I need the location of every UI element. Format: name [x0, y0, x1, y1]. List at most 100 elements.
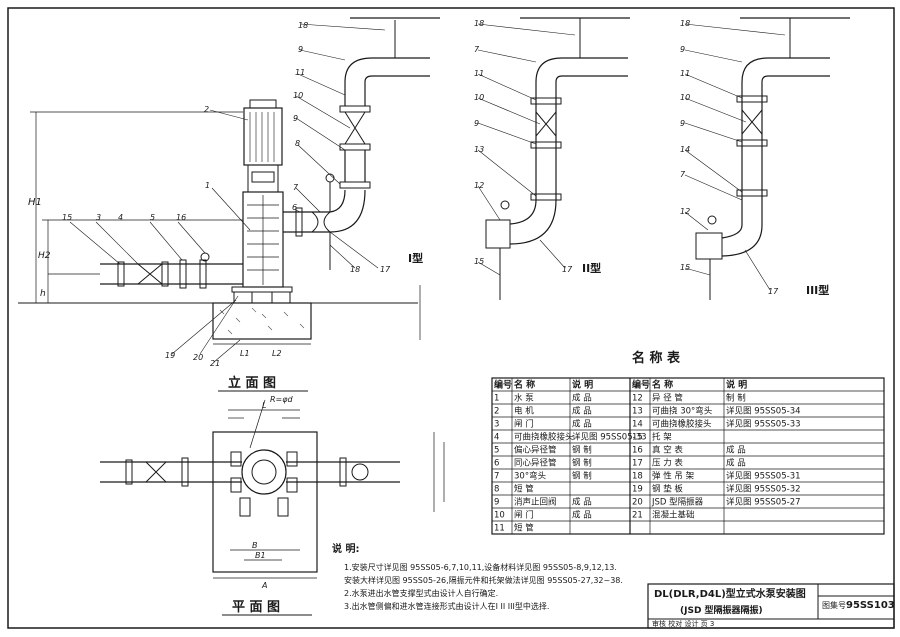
legend-cell: 可曲挠 30°弯头: [652, 406, 713, 417]
pressure-gauge-icon: [325, 173, 335, 183]
legend-cell: 成 品: [572, 406, 592, 417]
callout-3-10: 10: [680, 93, 690, 102]
callout-2-11: 11: [474, 69, 484, 78]
sheet-border: [7, 7, 895, 629]
gauge-icon-2: [500, 200, 510, 210]
legend-cell: 16: [632, 446, 643, 456]
legend-cell: JSD 型隔振器: [651, 497, 704, 508]
callout-1-3: 3: [96, 213, 101, 222]
legend-cell: 偏心异径管: [514, 445, 557, 456]
callout-3-14: 14: [680, 145, 690, 154]
dimension-lines: [30, 111, 421, 345]
legend-cell: 压 力 表: [652, 458, 683, 469]
legend-cell: 可曲挠橡胶接头: [652, 419, 712, 430]
legend-cell: 18: [632, 472, 643, 482]
steel-plate: [231, 286, 293, 293]
callout-1-18b: 18: [350, 265, 360, 274]
callout-1-17: 17: [380, 265, 391, 274]
type-1-label: I型: [408, 251, 423, 265]
dim-L: L: [262, 401, 266, 410]
legend-cell: 20: [632, 498, 643, 508]
legend-header-cell: 名 称: [514, 379, 535, 391]
legend-cell: 2: [494, 407, 499, 417]
dim-L1: L1: [240, 349, 250, 358]
callout-3-9a: 9: [680, 45, 685, 54]
dim-B: B: [252, 541, 258, 550]
legend-cell: 7: [494, 472, 499, 482]
suction-pipe: [100, 252, 243, 289]
callout-2-18: 18: [474, 19, 484, 28]
legend-cell: 闸 门: [514, 510, 534, 521]
callout-3-12: 12: [680, 207, 690, 216]
plan-base: [212, 431, 318, 573]
legend-cell: 3: [494, 420, 499, 430]
legend-cell: 制 制: [726, 393, 746, 404]
callout-1-9b: 9: [293, 114, 298, 123]
note-line-1: 1.安装尺寸详见图 95SS05-6,7,10,11,设备材料详见图 95SS0…: [344, 562, 617, 572]
callout-3-17: 17: [768, 287, 779, 296]
legend-cell: 钢 制: [572, 445, 592, 456]
legend-cell: 17: [632, 459, 643, 469]
legend-cell: 6: [494, 459, 499, 469]
pump-flange-outline: [241, 449, 287, 495]
legend-cell: 成 品: [572, 497, 592, 508]
discharge-pipe: [283, 17, 440, 270]
legend-cell: 11: [494, 524, 505, 534]
legend-cell: 可曲挠橡胶接头: [514, 432, 574, 443]
callout-2-7: 7: [474, 45, 480, 54]
callout-1-2: 2: [204, 105, 209, 114]
callout-1-19: 19: [165, 351, 175, 360]
legend-cell: 电 机: [514, 406, 534, 417]
legend-header-cell: 说 明: [726, 379, 747, 391]
dim-h: h: [40, 289, 46, 299]
notes-label: 说 明:: [332, 542, 359, 555]
note-line-2: 安装大样详见图 95SS05-26,隔振元件和托架做法详见图 95SS05-27…: [344, 575, 623, 585]
legend-cell: 成 品: [572, 393, 592, 404]
callout-1-6: 6: [292, 203, 297, 212]
callout-2-15: 15: [474, 257, 484, 266]
legend-cell: 5: [494, 446, 499, 456]
legend-cell: 短 管: [514, 523, 534, 534]
type-1-elevation: H1 H2 h L1 L2 18 9 11 10 9 8 7 6 5 4 3 1…: [18, 17, 440, 392]
plan-view: R=φd L B B1 A 平 面 图: [100, 395, 445, 616]
legend-cell: 13: [632, 407, 643, 417]
legend-cell: 弹 性 吊 架: [652, 471, 695, 482]
dim-A: A: [261, 581, 267, 590]
dim-L2: L2: [272, 349, 282, 358]
callout-3-9b: 9: [680, 119, 685, 128]
legend-cell: 详见图 95SS05-32: [726, 484, 801, 495]
legend-cell: 15: [632, 433, 643, 443]
legend-cell: 30°弯头: [514, 471, 547, 482]
legend-cell: 消声止回阀: [514, 497, 557, 508]
legend-cell: 真 空 表: [652, 445, 683, 456]
type-3-label: III型: [806, 283, 829, 297]
title-main: DL(DLR,D4L)型立式水泵安装图: [654, 587, 806, 600]
callout-1-5: 5: [150, 213, 155, 222]
callout-3-15: 15: [680, 263, 690, 272]
legend-cell: 托 架: [652, 432, 672, 443]
motor-cap: [249, 99, 277, 109]
legend-cell: 详见图 95SS05-33: [726, 419, 801, 430]
callout-1-18: 18: [298, 21, 308, 30]
callout-2-17: 17: [562, 265, 573, 274]
legend-header-cell: 名 称: [652, 379, 673, 391]
title-sub: (JSD 型隔振器隔振): [680, 604, 763, 616]
legend-header-cell: 编号: [632, 379, 650, 391]
callout-2-10: 10: [474, 93, 484, 102]
pump-shaft-outline: [251, 459, 277, 485]
legend-cell: 异 径 管: [652, 393, 683, 404]
concrete-base: [212, 302, 312, 340]
atlas-label: 图集号: [822, 600, 846, 610]
callout-1-11: 11: [295, 68, 305, 77]
legend-cell: 12: [632, 394, 643, 404]
callout-1-4: 4: [118, 213, 123, 222]
dim-H2: H2: [38, 251, 51, 261]
legend-cell: 成 品: [726, 445, 746, 456]
motor-fins: [249, 112, 275, 162]
callout-2-13: 13: [474, 145, 484, 154]
legend-cell: 1: [494, 394, 499, 404]
notes: 说 明: 1.安装尺寸详见图 95SS05-6,7,10,11,设备材料详见图 …: [332, 542, 623, 611]
callout-1-10: 10: [293, 91, 303, 100]
legend-cell: 成 品: [726, 458, 746, 469]
